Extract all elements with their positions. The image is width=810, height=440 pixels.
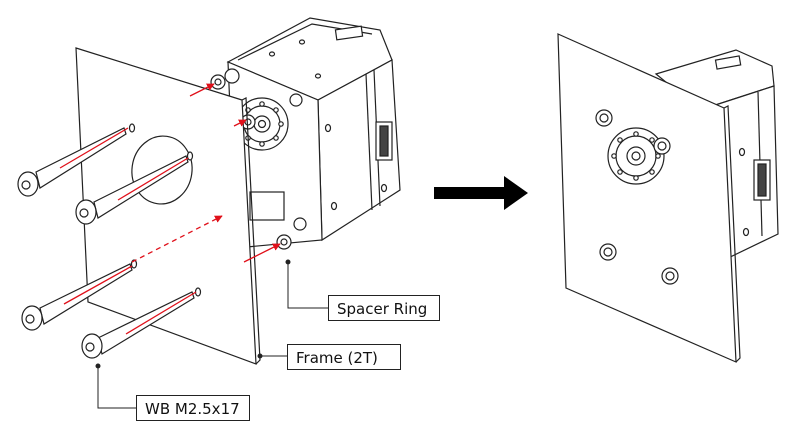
servo-actuator-icon xyxy=(224,17,401,249)
frame-plate-icon xyxy=(75,47,261,365)
assembly-guide-lines xyxy=(59,83,281,335)
exploded-view xyxy=(17,17,401,409)
direction-arrow-icon xyxy=(434,176,528,210)
spacer-ring-label: Spacer Ring xyxy=(328,295,440,321)
callout-leaders xyxy=(95,259,328,409)
screw-label: WB M2.5x17 xyxy=(136,395,250,421)
assembled-view xyxy=(557,33,779,363)
frame-label: Frame (2T) xyxy=(287,344,401,370)
